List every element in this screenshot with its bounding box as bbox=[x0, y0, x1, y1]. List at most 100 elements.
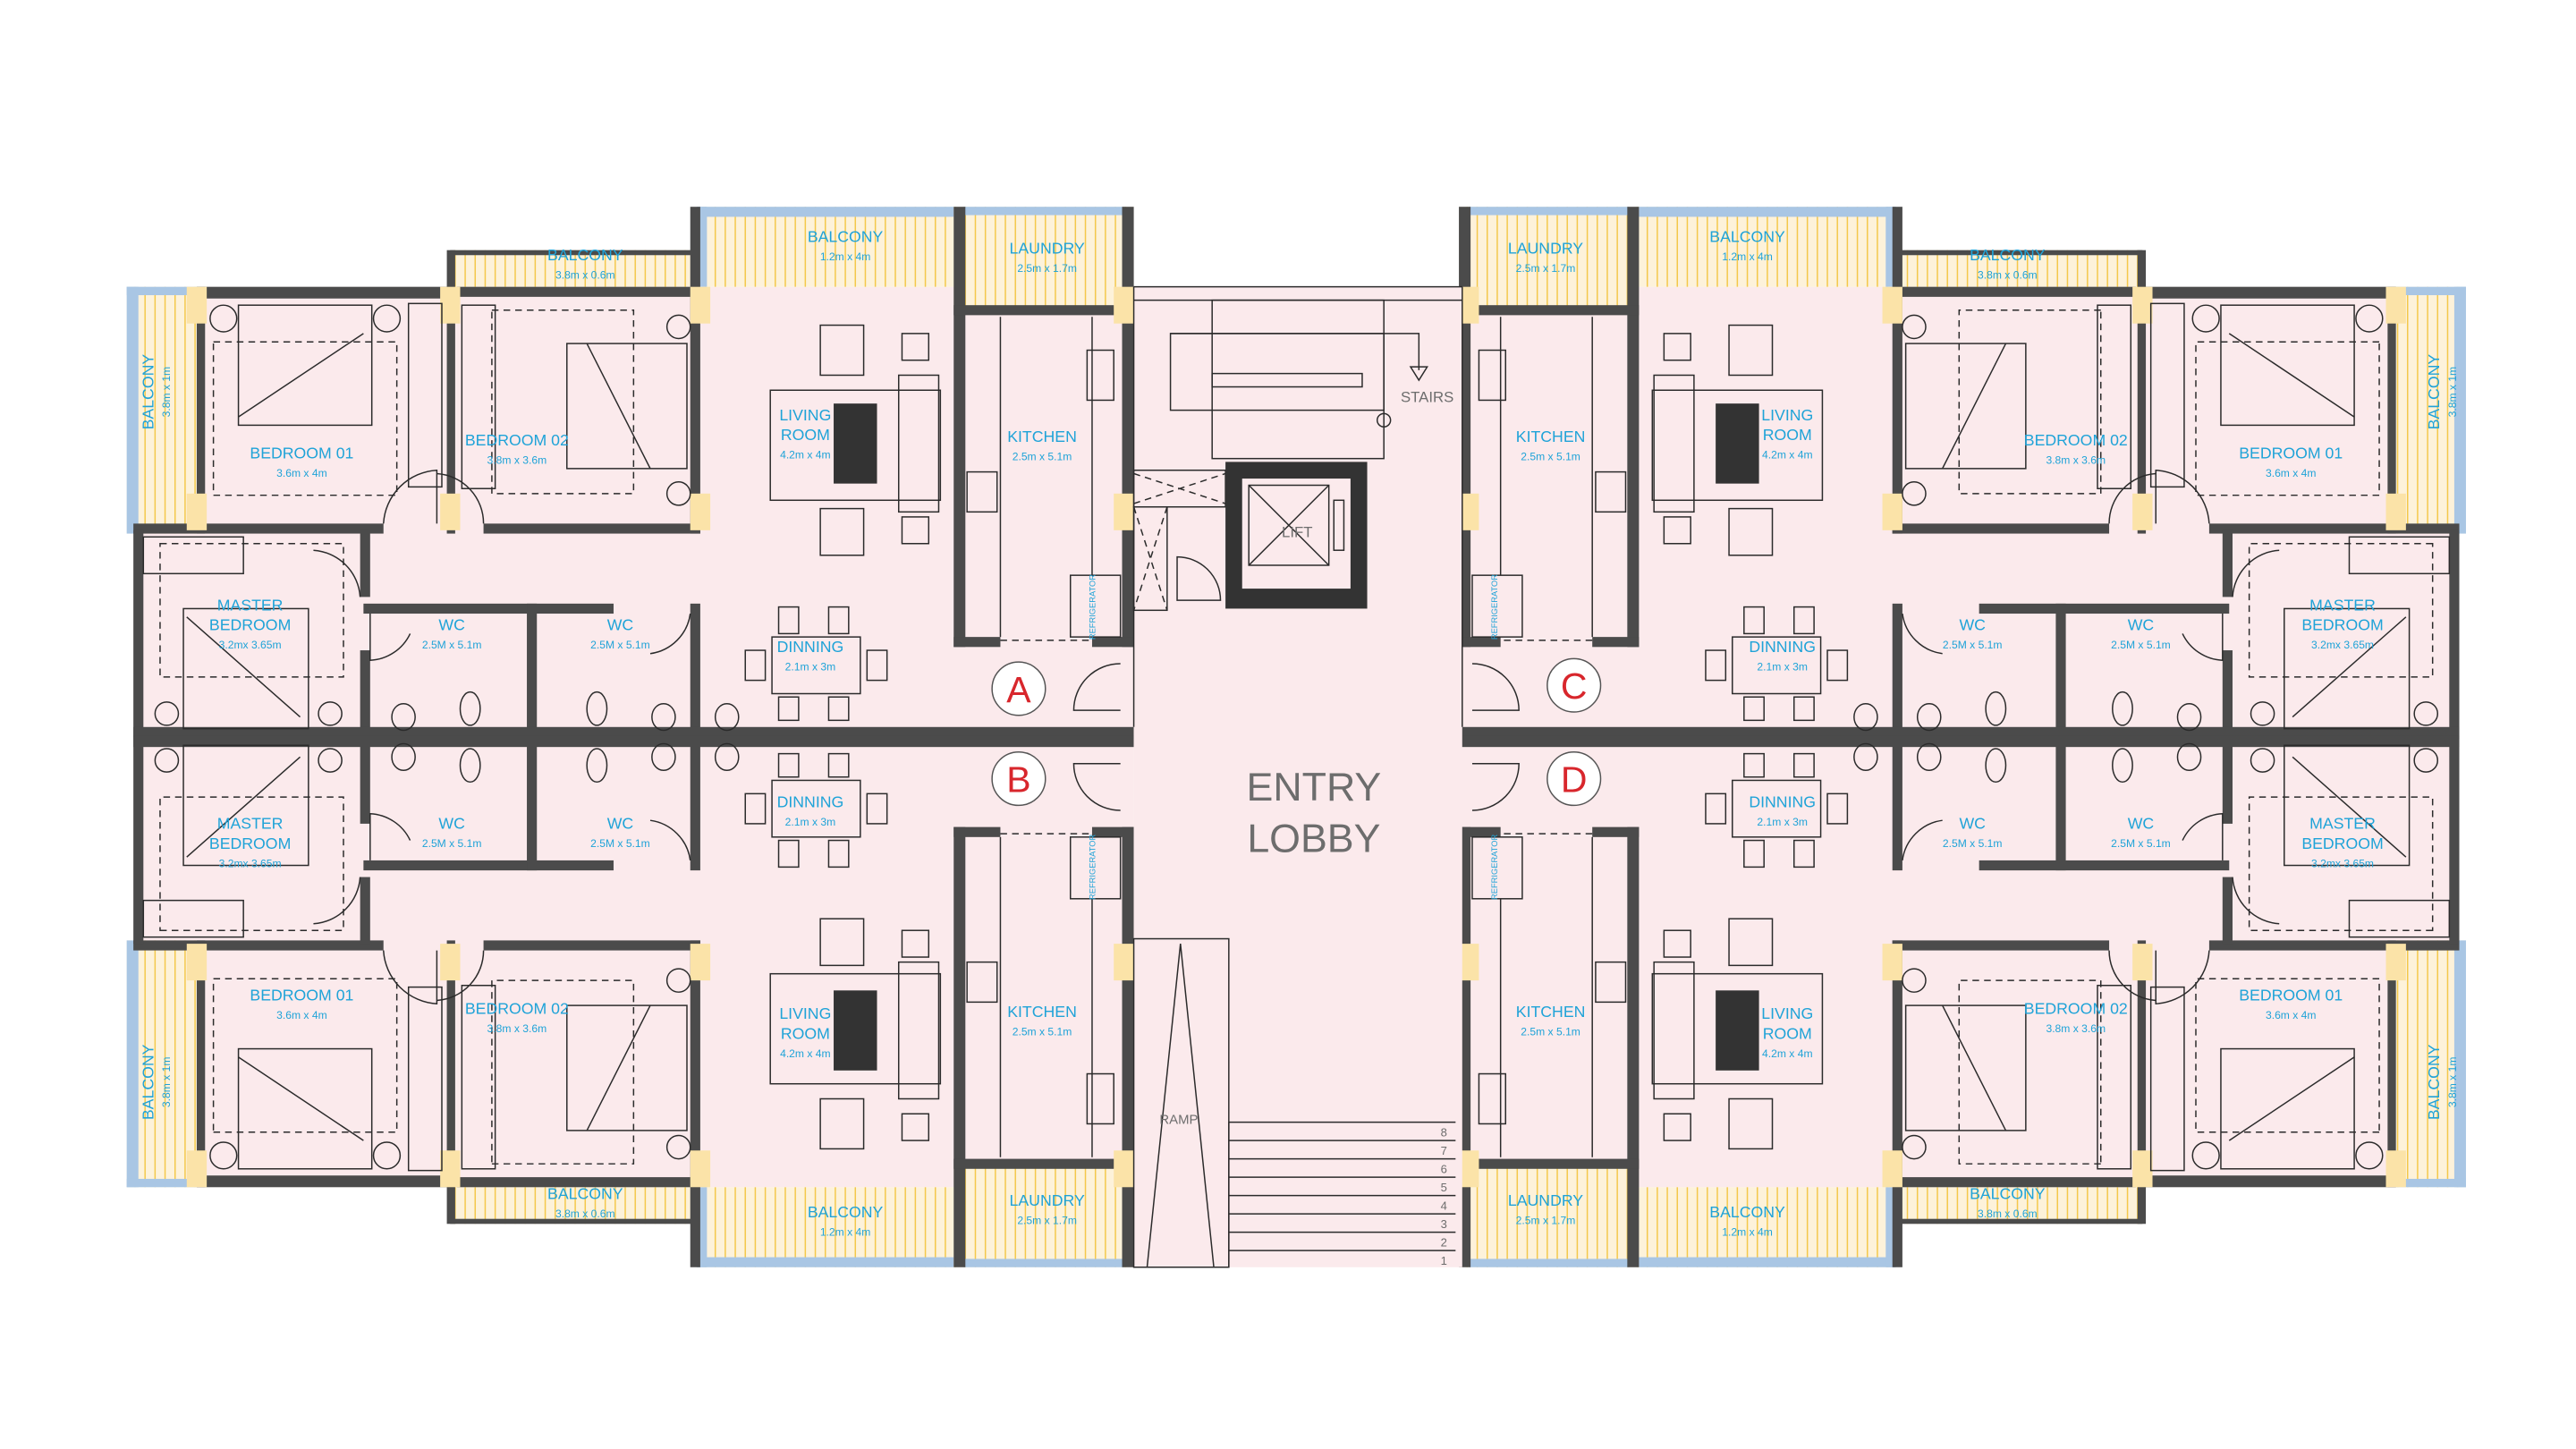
room-name: BEDROOM 02 bbox=[465, 431, 569, 449]
room-name: LAUNDRY bbox=[1010, 239, 1085, 257]
lift[interactable] bbox=[1225, 462, 1368, 609]
room-dimensions: 3.8m x 3.6m bbox=[2046, 453, 2106, 466]
room-name: KITCHEN bbox=[1007, 1003, 1077, 1021]
room-name: REFRIGERATOR bbox=[1490, 835, 1499, 900]
room-dimensions: 3.6m x 4m bbox=[2266, 467, 2317, 479]
room-dimensions: 2.5M x 5.1m bbox=[2111, 639, 2171, 651]
room-label-balcony_small: BALCONY 3.8m x 0.6m bbox=[547, 246, 623, 282]
room-name: ROOM bbox=[1763, 426, 1812, 444]
room-dimensions: 2.5M x 5.1m bbox=[1943, 837, 2003, 850]
room-label-balcony_large: BALCONY 1.2m x 4m bbox=[1709, 227, 1785, 263]
room-dimensions: 4.2m x 4m bbox=[1762, 1047, 1813, 1060]
room-label-fridge: REFRIGERATOR bbox=[1089, 835, 1097, 900]
step-number: 8 bbox=[1441, 1125, 1447, 1139]
room-name: BEDROOM 02 bbox=[2024, 999, 2128, 1017]
room-label-laundry: LAUNDRY 2.5m x 1.7m bbox=[1010, 1191, 1085, 1227]
room-dimensions: 2.5m x 5.1m bbox=[1521, 1026, 1580, 1038]
room-name: BEDROOM 01 bbox=[2239, 445, 2343, 462]
room-dimensions: 1.2m x 4m bbox=[1722, 250, 1773, 263]
room-name: BALCONY bbox=[547, 246, 623, 264]
apartment-badge-a[interactable]: A bbox=[991, 661, 1046, 716]
room-name: BALCONY bbox=[1709, 227, 1785, 245]
room-name: WC bbox=[607, 815, 634, 833]
room-dimensions: 2.1m x 3m bbox=[785, 816, 836, 828]
step-number: 3 bbox=[1441, 1217, 1447, 1231]
room-name: MASTER bbox=[217, 596, 284, 614]
room-name: LAUNDRY bbox=[1010, 1191, 1085, 1209]
room-dimensions: 4.2m x 4m bbox=[780, 449, 831, 462]
room-name: WC bbox=[1959, 616, 1986, 634]
room-name: BEDROOM bbox=[209, 616, 291, 634]
room-name: BEDROOM bbox=[2301, 835, 2383, 852]
room-label-bedroom01: BEDROOM 013.6m x 4m bbox=[2239, 987, 2343, 1022]
room-dimensions: 3.8m x 0.6m bbox=[555, 1208, 615, 1220]
room-label-fridge: REFRIGERATOR bbox=[1490, 835, 1499, 900]
room-label-wc1: WC2.5M x 5.1m bbox=[422, 616, 482, 652]
room-name: WC bbox=[1959, 815, 1986, 833]
room-name: DINNING bbox=[777, 638, 844, 656]
room-label-bedroom02: BEDROOM 023.8m x 3.6m bbox=[465, 431, 569, 467]
room-dimensions: 2.5M x 5.1m bbox=[422, 837, 482, 850]
room-dimensions: 2.1m x 3m bbox=[785, 660, 836, 673]
room-name: BALCONY bbox=[1970, 1184, 2046, 1202]
room-name: LIVING bbox=[779, 1004, 831, 1022]
room-name: BEDROOM 02 bbox=[2024, 431, 2128, 449]
room-name: MASTER bbox=[2309, 815, 2376, 833]
room-name: LIVING bbox=[779, 406, 831, 424]
ramp[interactable] bbox=[1132, 937, 1230, 1268]
room-label-fridge: REFRIGERATOR bbox=[1490, 574, 1499, 640]
room-name: KITCHEN bbox=[1516, 428, 1586, 445]
room-name: WC bbox=[2128, 815, 2155, 833]
room-name: ROOM bbox=[781, 426, 830, 444]
room-name: BALCONY bbox=[2425, 1044, 2443, 1120]
room-name: BEDROOM bbox=[2301, 616, 2383, 634]
room-dimensions: 3.6m x 4m bbox=[276, 1009, 327, 1021]
room-name: ROOM bbox=[781, 1024, 830, 1042]
apartment-badge-c[interactable]: C bbox=[1546, 657, 1602, 713]
room-name: WC bbox=[438, 815, 465, 833]
room-label-bedroom01: BEDROOM 01 3.6m x 4m bbox=[2239, 445, 2343, 480]
room-name: DINNING bbox=[1749, 638, 1816, 656]
room-name: BEDROOM 01 bbox=[2239, 987, 2343, 1004]
room-name: BALCONY bbox=[139, 354, 157, 430]
room-dimensions: 3.8m x 0.6m bbox=[555, 268, 615, 281]
lobby-title-line2: LOBBY bbox=[1247, 818, 1380, 861]
room-name: WC bbox=[607, 616, 634, 634]
apartment-badge-d[interactable]: D bbox=[1546, 751, 1602, 807]
apartment-letter: C bbox=[1561, 665, 1588, 707]
room-label-wc2: WC 2.5M x 5.1m bbox=[1943, 815, 2003, 851]
room-name: LIVING bbox=[1761, 406, 1813, 424]
room-name: BALCONY bbox=[2425, 354, 2443, 430]
room-label-bedroom02: BEDROOM 023.8m x 3.6m bbox=[465, 999, 569, 1035]
room-name: BALCONY bbox=[808, 227, 884, 245]
room-label-wc2: WC2.5M x 5.1m bbox=[590, 616, 650, 652]
room-label-bedroom02: BEDROOM 023.8m x 3.6m bbox=[2024, 999, 2128, 1035]
apartment-badge-b[interactable]: B bbox=[991, 751, 1046, 807]
room-dimensions: 2.5m x 1.7m bbox=[1017, 1214, 1077, 1226]
room-dimensions: 2.5m x 1.7m bbox=[1516, 262, 1576, 275]
room-name: KITCHEN bbox=[1007, 428, 1077, 445]
room-name: BEDROOM 01 bbox=[250, 445, 353, 462]
room-dimensions: 2.5m x 5.1m bbox=[1521, 451, 1580, 463]
room-name: WC bbox=[438, 616, 465, 634]
stairs bbox=[1169, 299, 1428, 460]
room-dimensions: 3.8m x 3.6m bbox=[487, 1022, 547, 1035]
room-name: BEDROOM 01 bbox=[250, 987, 353, 1004]
badge-circle bbox=[991, 661, 1046, 716]
badge-circle bbox=[1546, 751, 1602, 807]
